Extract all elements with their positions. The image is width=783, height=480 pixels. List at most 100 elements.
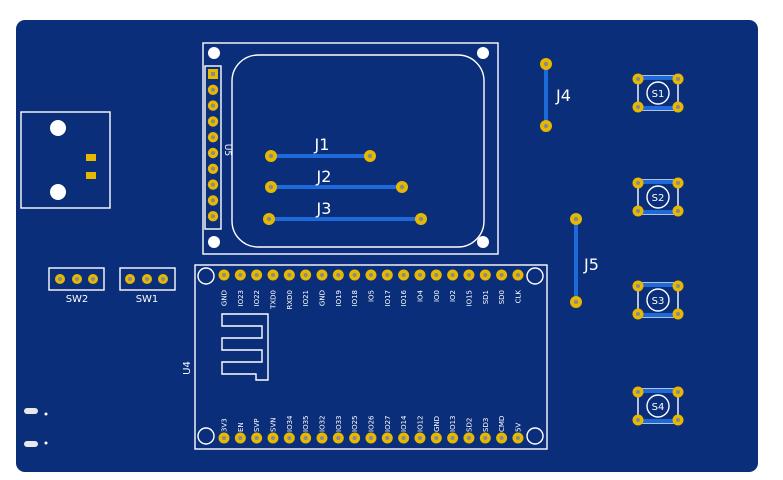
u5-pin: [207, 195, 219, 206]
u4-top-pin: RXD0: [283, 269, 295, 310]
u4-bottom-pin-label: IO26: [367, 415, 375, 432]
u4-top-pin: IO21: [300, 269, 312, 306]
u4-bottom-pin-label: GND: [433, 416, 441, 432]
u5-pin: [207, 84, 219, 96]
u4-bottom-pin-label: CMD: [498, 416, 506, 432]
u4-top-pin: IO5: [365, 269, 377, 302]
u4-top-pin: IO2: [447, 269, 459, 302]
u4-top-pin: IO18: [349, 269, 361, 306]
tactile-button-s3[interactable]: S3: [632, 280, 684, 320]
u4-top-pin: IO23: [234, 269, 246, 306]
u4-bottom-pin-label: SVN: [269, 418, 277, 432]
u4-bottom-pin: 5V: [512, 423, 524, 444]
u4-bottom-pin-label: SVP: [253, 419, 261, 432]
u4-label: U4: [182, 361, 193, 375]
u4-bottom-pin: IO32: [316, 416, 328, 444]
u4-top-pin: IO19: [332, 269, 344, 306]
s4-label: S4: [652, 402, 665, 413]
u4-top-pin-label: IO2: [449, 290, 457, 302]
u4-top-pin-label: IO23: [237, 290, 245, 306]
u4-top-pin: CLK: [512, 269, 524, 304]
u4-top-pin: IO0: [430, 269, 442, 302]
u4-bottom-pin: IO13: [447, 416, 459, 444]
jumper-j3[interactable]: J3: [263, 199, 427, 225]
u5-pin: [207, 211, 219, 222]
sw2-label: SW2: [66, 294, 89, 305]
u4-top-pin-label: IO5: [367, 290, 375, 302]
s3-label: S3: [652, 296, 665, 307]
u4-bottom-pin-label: SD3: [482, 418, 490, 432]
u4-top-pin-label: GND: [221, 290, 229, 306]
u4-top-pin: GND: [218, 269, 230, 306]
u4-top-pin: SD1: [479, 269, 491, 304]
u4-top-pin-label: CLK: [514, 290, 522, 304]
jumper-j2[interactable]: J2: [265, 167, 408, 193]
u5-pin: [207, 179, 219, 190]
u4-top-pin: IO15: [463, 269, 475, 306]
antenna-trace: [221, 313, 269, 381]
u4-bottom-pin: GND: [430, 416, 442, 444]
u4-top-pin-label: IO21: [302, 290, 310, 306]
sw1-label: SW1: [136, 294, 159, 305]
jumper-j5[interactable]: J5: [570, 213, 599, 308]
u4-bottom-pin: 3V3: [218, 418, 230, 444]
u4-top-pin-label: IO22: [253, 290, 261, 306]
u4-top-pin-label: IO16: [400, 289, 408, 306]
u4-bottom-pin: IO27: [381, 416, 393, 444]
jumper-j4[interactable]: J4: [540, 58, 571, 132]
u4-top-pin: GND: [316, 269, 328, 306]
display-module-u5[interactable]: U5: [202, 42, 499, 255]
u4-bottom-pin-label: IO33: [335, 416, 343, 432]
u4-bottom-pin: IO14: [398, 415, 410, 444]
u4-bottom-pin-label: IO13: [449, 416, 457, 432]
u4-bottom-pin-label: IO27: [384, 416, 392, 432]
u4-top-pin-label: RXD0: [286, 290, 294, 310]
u5-pin: [207, 147, 219, 159]
j1-label: J1: [314, 135, 330, 154]
u4-bottom-pin-label: 3V3: [221, 418, 229, 432]
u4-bottom-pin: SD3: [479, 418, 491, 444]
u4-bottom-pin-label: IO32: [318, 416, 326, 432]
u4-top-pin: IO16: [398, 269, 410, 306]
u4-top-pin: SD0: [496, 269, 508, 304]
u5-pin: [207, 132, 219, 143]
u4-bottom-pin-label: IO14: [400, 415, 408, 432]
j4-label: J4: [555, 86, 571, 105]
u4-top-pin-label: GND: [318, 290, 326, 306]
u4-top-pin: IO22: [251, 269, 263, 306]
u4-bottom-pin-label: EN: [237, 422, 245, 432]
tactile-button-s2[interactable]: S2: [632, 177, 684, 217]
u4-bottom-pin-label: IO12: [416, 416, 424, 432]
u4-bottom-pin: SVN: [267, 418, 279, 444]
u4-top-pin-label: IO15: [465, 290, 473, 306]
jumper-j1[interactable]: J1: [265, 135, 376, 162]
u5-pin: [207, 100, 219, 111]
u4-bottom-pin: IO35: [300, 416, 312, 444]
u4-bottom-pin: IO33: [332, 416, 344, 444]
u4-bottom-pin: CMD: [496, 416, 508, 444]
u5-pin: [207, 116, 219, 127]
tactile-button-s4[interactable]: S4: [632, 386, 684, 426]
u4-top-pin-label: IO18: [351, 290, 359, 306]
u4-bottom-pin: IO12: [414, 416, 426, 444]
u4-top-pin-label: TXD0: [269, 290, 277, 310]
u4-bottom-pin-label: IO25: [351, 416, 359, 432]
u4-bottom-pin-label: IO35: [302, 416, 310, 432]
u4-bottom-pin: SD2: [463, 418, 475, 444]
smd-parts-bottom-left: [24, 408, 48, 447]
u4-top-pin-label: IO4: [416, 289, 424, 302]
u4-bottom-pin: IO34: [283, 415, 295, 444]
u4-top-pin: TXD0: [267, 269, 279, 310]
u5-label: U5: [222, 144, 232, 156]
switch-sw1[interactable]: SW1: [119, 267, 176, 305]
u4-bottom-pin-label: 5V: [514, 423, 522, 432]
u4-bottom-pin: IO25: [349, 416, 361, 444]
u4-bottom-pin: SVP: [251, 419, 263, 444]
u4-bottom-pin: EN: [234, 422, 246, 444]
switch-sw2[interactable]: SW2: [48, 267, 105, 305]
u4-top-pin-label: IO0: [433, 290, 441, 302]
u4-top-pin-label: IO19: [335, 290, 343, 306]
tactile-button-s1[interactable]: S1: [632, 73, 684, 113]
